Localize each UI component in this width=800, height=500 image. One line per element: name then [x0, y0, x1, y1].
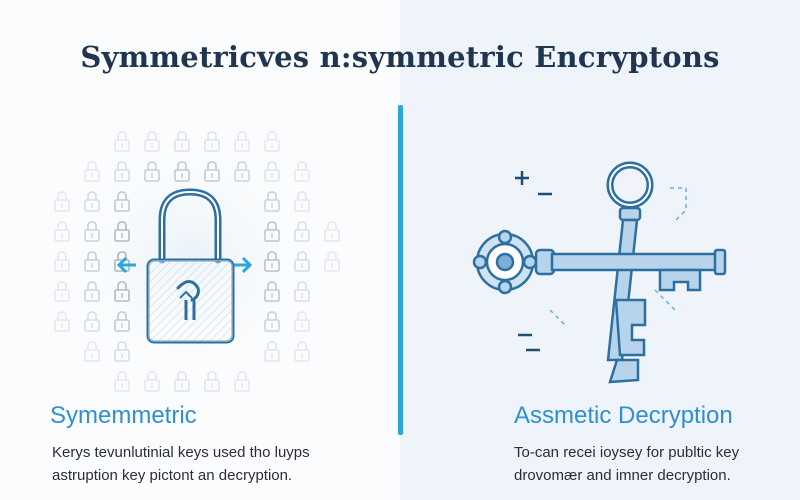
- asymmetric-panel: [400, 0, 800, 500]
- symmetric-description: Kerys tevunlutinial keys used tho luyps …: [52, 441, 372, 487]
- small-padlock-icon: [54, 251, 70, 272]
- asymmetric-heading: Assmetic Decryption: [514, 402, 733, 429]
- small-padlock-icon: [174, 131, 190, 152]
- small-padlock-icon: [114, 281, 130, 302]
- small-padlock-icon: [294, 341, 310, 362]
- small-padlock-icon: [114, 221, 130, 242]
- small-padlock-icon: [114, 131, 130, 152]
- symmetric-illustration: [50, 120, 340, 400]
- small-padlock-icon: [54, 191, 70, 212]
- small-padlock-icon: [264, 191, 280, 212]
- asymmetric-illustration: [472, 161, 727, 384]
- small-padlock-icon: [204, 371, 220, 392]
- small-padlock-icon: [54, 221, 70, 242]
- small-padlock-icon: [84, 251, 100, 272]
- plus-minus-icon: [515, 171, 552, 352]
- small-padlock-icon: [84, 221, 100, 242]
- asymmetric-desc-line-1: To-can recei ioysey for publtic key: [514, 444, 740, 461]
- small-padlock-icon: [114, 161, 130, 182]
- small-padlock-icon: [54, 281, 70, 302]
- small-padlock-icon: [204, 161, 220, 182]
- arrow-left-icon: [116, 256, 136, 274]
- small-padlock-icon: [294, 281, 310, 302]
- small-padlock-icon: [144, 161, 160, 182]
- symmetric-desc-line-2: astruption key pictont an decryption.: [52, 467, 293, 484]
- small-padlock-icon: [114, 311, 130, 332]
- small-padlock-icon: [264, 161, 280, 182]
- asymmetric-desc-line-2: drovomær and imner decryption.: [514, 467, 731, 484]
- small-padlock-icon: [234, 131, 250, 152]
- small-padlock-icon: [264, 281, 280, 302]
- small-padlock-icon: [84, 311, 100, 332]
- symmetric-desc-line-1: Kerys tevunlutinial keys used tho luyps: [52, 444, 310, 461]
- small-padlock-icon: [144, 131, 160, 152]
- small-padlock-icon: [294, 161, 310, 182]
- small-padlock-icon: [294, 221, 310, 242]
- small-padlock-icon: [294, 251, 310, 272]
- page-title: Symmetricves n:symmetric Encryptons: [80, 40, 720, 74]
- small-padlock-icon: [324, 251, 340, 272]
- asymmetric-description: To-can recei ioysey for publtic key drov…: [514, 441, 784, 487]
- small-padlock-icon: [204, 131, 220, 152]
- small-padlock-icon: [324, 221, 340, 242]
- small-padlock-icon: [84, 191, 100, 212]
- small-padlock-icon: [264, 341, 280, 362]
- small-padlock-icon: [84, 341, 100, 362]
- small-padlock-icon: [174, 161, 190, 182]
- small-padlock-icon: [294, 311, 310, 332]
- small-padlock-icon: [264, 311, 280, 332]
- padlock-icon: [146, 188, 235, 344]
- padlock-grid: [54, 131, 340, 392]
- small-padlock-icon: [84, 281, 100, 302]
- small-padlock-icon: [174, 371, 190, 392]
- small-padlock-icon: [114, 341, 130, 362]
- small-padlock-icon: [264, 221, 280, 242]
- small-padlock-icon: [54, 311, 70, 332]
- arrow-right-icon: [234, 256, 253, 274]
- small-padlock-icon: [264, 251, 280, 272]
- small-padlock-icon: [84, 161, 100, 182]
- small-padlock-icon: [114, 191, 130, 212]
- ornate-key-icon: [472, 229, 727, 295]
- small-padlock-icon: [264, 131, 280, 152]
- small-padlock-icon: [234, 161, 250, 182]
- small-padlock-icon: [144, 371, 160, 392]
- small-padlock-icon: [234, 371, 250, 392]
- panel-divider: [398, 105, 403, 435]
- small-padlock-icon: [114, 371, 130, 392]
- crossed-key-icon: [606, 161, 654, 384]
- symmetric-heading: Symemmetric: [50, 402, 197, 429]
- small-padlock-icon: [294, 191, 310, 212]
